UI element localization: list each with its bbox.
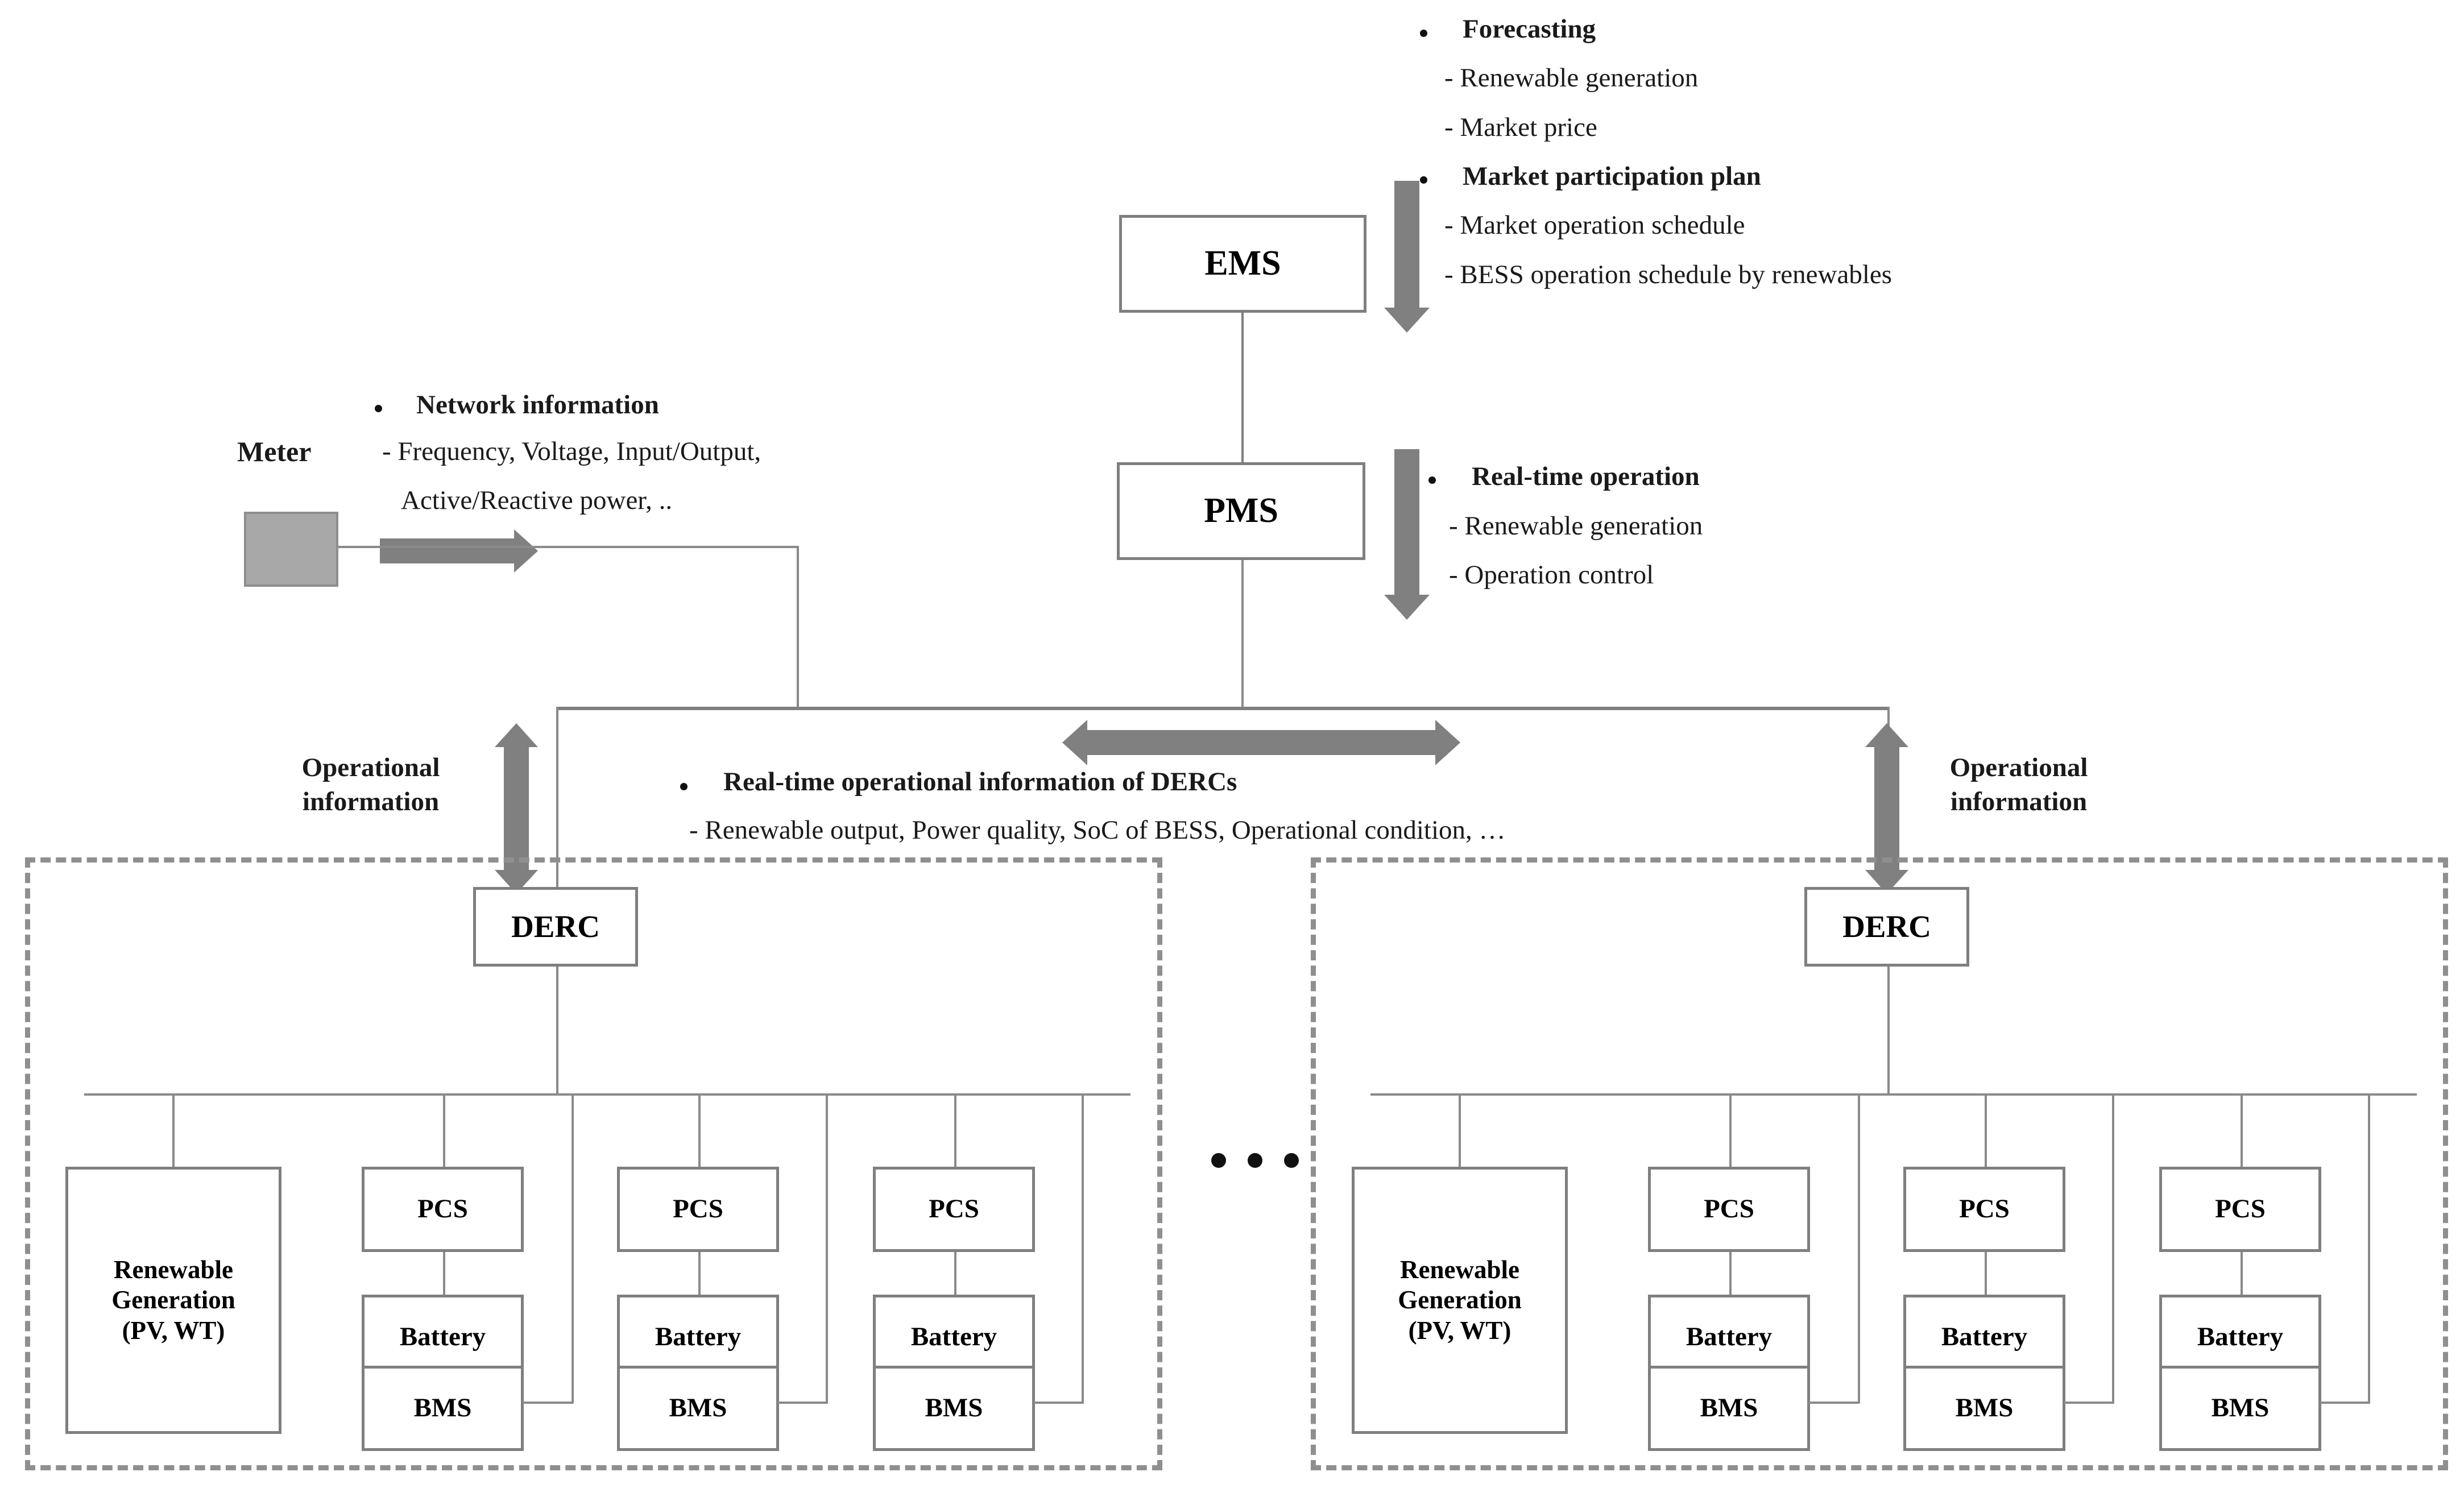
derc-left-subbus (84, 1093, 1130, 1096)
bms-box-left-1[interactable]: BMS (362, 1366, 524, 1451)
annotation-network-info-item-2: Active/Reactive power, .. (401, 486, 673, 515)
bms-box-right-1[interactable]: BMS (1648, 1366, 1810, 1451)
ems-pms-link (1241, 313, 1244, 463)
feeder-left-renewable (172, 1093, 175, 1168)
derc-box-right[interactable]: DERC (1804, 887, 1969, 967)
renewable-line-1: Renewable (114, 1255, 233, 1284)
renewable-generation-box-left[interactable]: Renewable Generation (PV, WT) (65, 1167, 281, 1434)
annotation-network-info-item-1: - Frequency, Voltage, Input/Output, (382, 437, 761, 466)
op-info-right-line2: information (1950, 787, 2088, 817)
annotation-realtime-op-item-1: - Renewable generation (1449, 511, 1703, 541)
renewable-line-2: Generation (1398, 1286, 1522, 1315)
op-info-left-line2: information (302, 787, 440, 817)
link-left-3-bms-bus (1033, 1402, 1084, 1404)
op-info-right-line1: Operational (1949, 753, 2088, 782)
annotation-realtime-op-heading: Real-time operation (1472, 462, 1700, 491)
operational-information-label-right: Operational information (1925, 751, 2113, 819)
bms-box-left-3[interactable]: BMS (873, 1366, 1035, 1451)
feeder-left-bess3-pcs (954, 1093, 956, 1168)
bullet-dot-derc-info (680, 783, 688, 790)
renewable-line-3: (PV, WT) (122, 1316, 225, 1345)
link-left-3-pcs-battery (954, 1252, 956, 1295)
renewable-line-2: Generation (111, 1286, 235, 1315)
link-right-3-bms-bus (2320, 1402, 2370, 1404)
pms-flow-down-arrow (1378, 449, 1435, 620)
renewable-line-3: (PV, WT) (1408, 1316, 1511, 1345)
feeder-right-bess2-bms (2112, 1093, 2114, 1403)
annotation-market-plan-item-1: - Market operation schedule (1444, 210, 1745, 240)
feeder-right-renewable (1459, 1093, 1461, 1168)
feeder-left-bess1-pcs (443, 1093, 445, 1168)
annotation-forecasting-item-2: - Market price (1444, 113, 1597, 142)
annotation-market-plan-heading: Market participation plan (1463, 161, 1761, 191)
meter-label: Meter (237, 436, 312, 467)
feeder-right-bess2-pcs (1985, 1093, 1987, 1168)
annotation-market-plan-item-2: - BESS operation schedule by renewables (1444, 260, 1892, 289)
feeder-left-bess2-bms (826, 1093, 828, 1403)
derc-left-subbus-link (556, 967, 558, 1094)
link-left-2-bms-bus (777, 1402, 828, 1404)
pms-box[interactable]: PMS (1117, 462, 1365, 560)
link-right-1-pcs-battery (1729, 1252, 1732, 1295)
bullet-dot-market-plan (1420, 176, 1427, 184)
bms-box-right-2[interactable]: BMS (1903, 1366, 2065, 1451)
op-info-left-line1: Operational (301, 753, 440, 782)
annotation-network-info-heading: Network information (416, 390, 659, 420)
renewable-line-1: Renewable (1400, 1255, 1519, 1284)
pcs-box-left-1[interactable]: PCS (362, 1167, 524, 1252)
bus-left-drop (556, 707, 558, 916)
feeder-left-bess3-bms (1082, 1093, 1084, 1403)
link-right-3-pcs-battery (2241, 1252, 2243, 1295)
bullet-dot-realtime-operation (1428, 476, 1436, 484)
link-left-1-bms-bus (522, 1402, 573, 1404)
feeder-left-bess1-bms (572, 1093, 574, 1403)
link-left-2-pcs-battery (698, 1252, 701, 1295)
annotation-forecasting-heading: Forecasting (1463, 14, 1596, 44)
pcs-box-left-3[interactable]: PCS (873, 1167, 1035, 1252)
bullet-dot-network-info (375, 405, 382, 412)
bms-box-left-2[interactable]: BMS (617, 1366, 779, 1451)
annotation-forecasting-item-1: - Renewable generation (1444, 63, 1699, 93)
bidirectional-info-arrow (1062, 714, 1460, 771)
pcs-box-left-2[interactable]: PCS (617, 1167, 779, 1252)
annotation-derc-info-heading: Real-time operational information of DER… (723, 767, 1237, 797)
ems-flow-down-arrow (1378, 181, 1435, 333)
meter-bus-link-horizontal (338, 546, 799, 548)
link-right-1-bms-bus (1808, 1402, 1860, 1404)
derc-panel-right (1311, 857, 2448, 1470)
pms-bus-link (1241, 560, 1244, 708)
link-right-2-pcs-battery (1985, 1252, 1987, 1295)
bms-box-right-3[interactable]: BMS (2159, 1366, 2321, 1451)
feeder-left-bess2-pcs (698, 1093, 701, 1168)
derc-box-left[interactable]: DERC (473, 887, 638, 967)
renewable-generation-box-right[interactable]: Renewable Generation (PV, WT) (1352, 1167, 1568, 1434)
pcs-box-right-3[interactable]: PCS (2159, 1167, 2321, 1252)
annotation-realtime-op-item-2: - Operation control (1449, 560, 1654, 590)
feeder-right-bess1-bms (1858, 1093, 1860, 1403)
meter-flow-right-arrow (380, 529, 538, 573)
derc-right-subbus-link (1887, 967, 1890, 1094)
feeder-right-bess3-pcs (2241, 1093, 2243, 1168)
feeder-right-bess3-bms (2368, 1093, 2370, 1403)
annotation-derc-info-item-1: - Renewable output, Power quality, SoC o… (689, 815, 1506, 845)
meter-bus-link-vertical (797, 546, 799, 708)
pcs-box-right-2[interactable]: PCS (1903, 1167, 2065, 1252)
link-right-2-bms-bus (2064, 1402, 2114, 1404)
link-left-1-pcs-battery (443, 1252, 445, 1295)
main-distribution-bus (556, 707, 1890, 710)
derc-panel-left (25, 857, 1162, 1470)
pcs-box-right-1[interactable]: PCS (1648, 1167, 1810, 1252)
meter-box[interactable] (244, 512, 338, 587)
operational-information-label-left: Operational information (277, 751, 465, 819)
bullet-dot-forecasting (1420, 30, 1427, 37)
feeder-right-bess1-pcs (1729, 1093, 1732, 1168)
ems-box[interactable]: EMS (1119, 215, 1366, 313)
continuation-ellipsis (1211, 1153, 1299, 1168)
derc-right-subbus (1370, 1093, 2417, 1096)
